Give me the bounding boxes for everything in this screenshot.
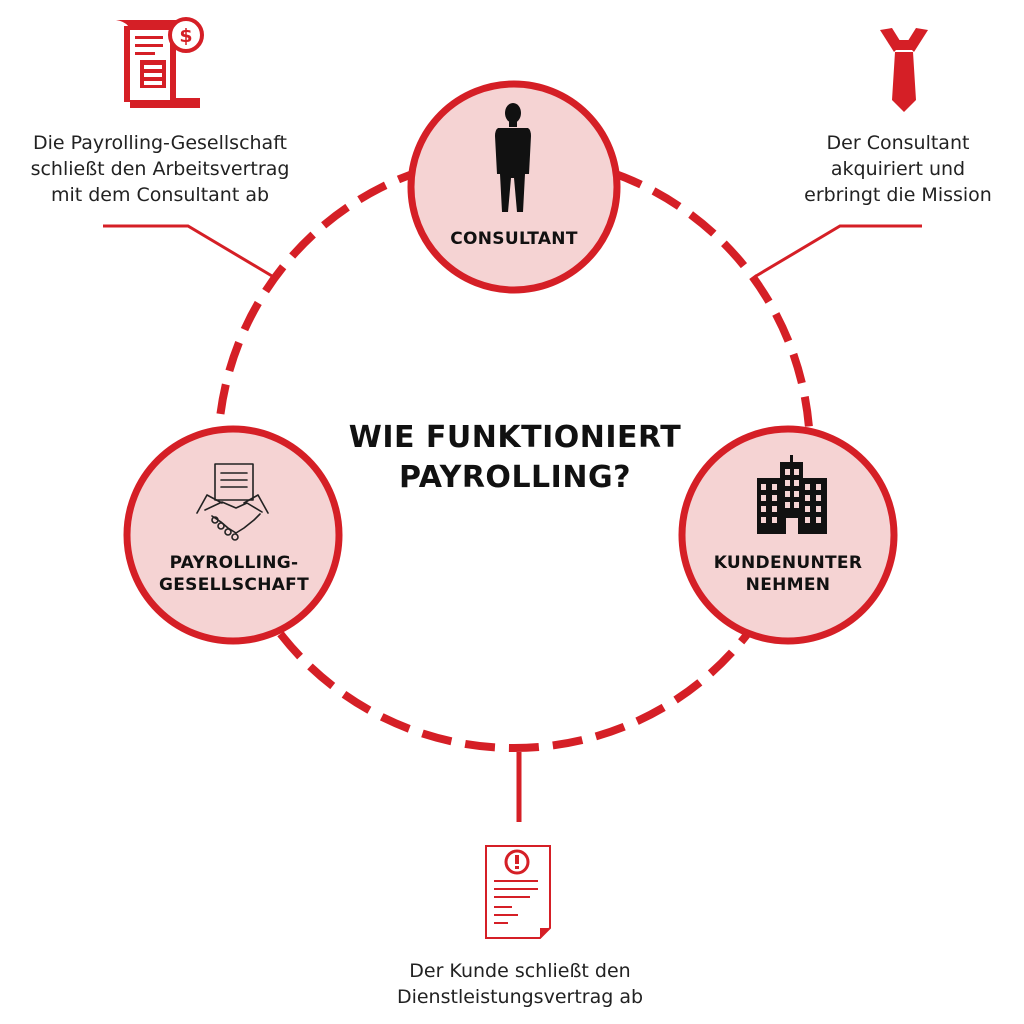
caption-bottom-line2: Dienstleistungsvertrag ab (396, 986, 644, 1008)
node-label-payrolling: PAYROLLING- GESELLSCHAFT (128, 552, 340, 596)
node-label-consultant-text: CONSULTANT (450, 229, 578, 249)
caption-top-right-line2: akquiriert und (830, 158, 966, 180)
payroll-document-icon: $ (116, 17, 204, 108)
caption-top-left-line3: mit dem Consultant ab (50, 184, 270, 206)
necktie-icon (880, 28, 928, 112)
node-label-kunden: KUNDENUNTER NEHMEN (688, 552, 888, 596)
person-silhouette-icon (495, 103, 531, 212)
node-circle-kunden (678, 425, 898, 645)
contract-alert-icon (485, 845, 551, 939)
caption-top-left: Die Payrolling-Gesellschaft schließt den… (4, 130, 316, 208)
svg-text:$: $ (179, 25, 192, 47)
node-circle-consultant (407, 80, 621, 294)
caption-top-left-line1: Die Payrolling-Gesellschaft (32, 132, 288, 154)
caption-bottom-line1: Der Kunde schließt den (409, 960, 631, 982)
connector-top-left (103, 224, 273, 278)
diagram-title-line1: WIE FUNKTIONIERT (348, 420, 682, 455)
caption-top-right: Der Consultant akquiriert und erbringt d… (778, 130, 1018, 208)
node-label-kunden-line2: NEHMEN (745, 575, 831, 595)
caption-top-right-line3: erbringt die Mission (804, 184, 992, 206)
node-label-payrolling-line2: GESELLSCHAFT (158, 575, 309, 595)
node-label-payrolling-line1: PAYROLLING- (169, 553, 299, 573)
handshake-icon (196, 463, 269, 541)
connector-top-right (755, 224, 922, 278)
caption-top-right-line1: Der Consultant (826, 132, 970, 154)
node-label-consultant: CONSULTANT (424, 228, 604, 250)
office-building-icon (757, 455, 827, 534)
node-label-kunden-line1: KUNDENUNTER (713, 553, 863, 573)
diagram-title-line2: PAYROLLING? (399, 460, 631, 495)
caption-top-left-line2: schließt den Arbeitsvertrag (30, 158, 290, 180)
caption-bottom: Der Kunde schließt den Dienstleistungsve… (330, 958, 710, 1010)
diagram-title: WIE FUNKTIONIERT PAYROLLING? (300, 418, 730, 498)
